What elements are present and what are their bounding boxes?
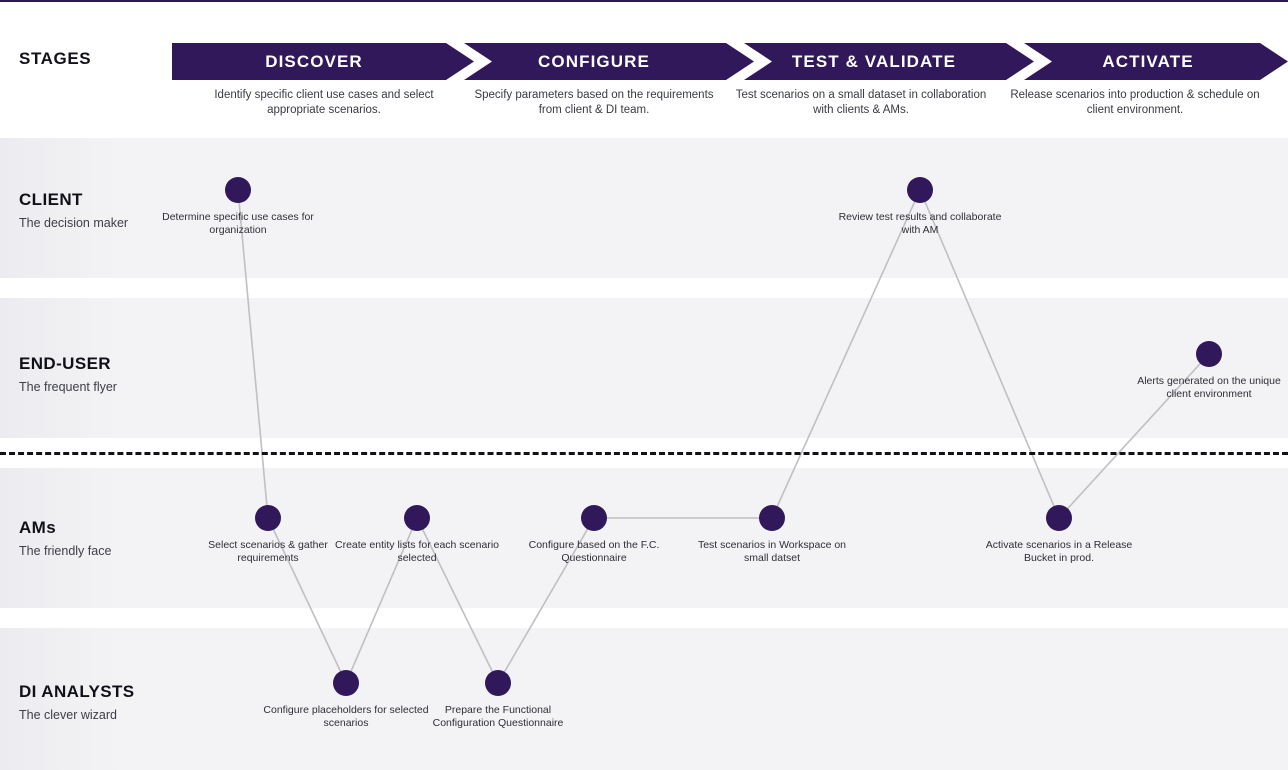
stage-title-activate[interactable]: ACTIVATE <box>1102 52 1194 71</box>
journey-node-label-n9: Configure placeholders for selected scen… <box>263 704 429 729</box>
journey-node-n10[interactable] <box>485 670 511 696</box>
journey-node-label-n10: Prepare the Functional Configuration Que… <box>432 704 564 729</box>
journey-node-n4[interactable] <box>255 505 281 531</box>
stage-description-test-validate: Test scenarios on a small dataset in col… <box>735 89 987 116</box>
lane-subtitle-ams: The friendly face <box>19 544 112 558</box>
stage-description-configure: Specify parameters based on the requirem… <box>474 89 714 116</box>
lane-subtitle-di-analysts: The clever wizard <box>19 708 117 722</box>
lane-band-end-user <box>0 298 1288 438</box>
connector-n9-n5 <box>345 517 418 684</box>
stage-title-test-validate[interactable]: TEST & VALIDATE <box>791 52 957 71</box>
lane-title-end-user: END-USER <box>19 354 111 373</box>
stage-title-discover[interactable]: DISCOVER <box>265 52 363 71</box>
journey-node-n6[interactable] <box>581 505 607 531</box>
lane-band-di-analysts <box>0 628 1288 770</box>
journey-node-n8[interactable] <box>1046 505 1072 531</box>
connector-n4-n9 <box>267 517 347 684</box>
journey-node-label-n1: Determine specific use cases for organiz… <box>162 211 314 236</box>
stages-header: STAGES DISCOVER CONFIGURE TEST & VALIDAT… <box>0 0 1288 138</box>
connector-n5-n10 <box>416 517 499 684</box>
lane-title-di-analysts: DI ANALYSTS <box>19 682 135 701</box>
connector-n7-n2 <box>771 189 921 519</box>
lane-subtitle-client: The decision maker <box>19 216 129 230</box>
lane-title-ams: AMs <box>19 518 57 537</box>
journey-node-n7[interactable] <box>759 505 785 531</box>
stage-description-activate: Release scenarios into production & sche… <box>1010 89 1260 116</box>
top-rule <box>0 0 1288 2</box>
lane-title-client: CLIENT <box>19 190 83 209</box>
journey-node-n2[interactable] <box>907 177 933 203</box>
journey-node-label-n4: Select scenarios & gather requirements <box>208 539 328 564</box>
connector-n10-n6 <box>497 517 595 684</box>
connector-n1-n4 <box>237 189 269 519</box>
journey-node-label-n6: Configure based on the F.C. Questionnair… <box>528 539 660 564</box>
lane-band-ams <box>0 468 1288 608</box>
stages-label: STAGES <box>19 49 92 68</box>
journey-node-label-n5: Create entity lists for each scenario se… <box>335 539 499 564</box>
connector-n2-n8 <box>919 189 1060 519</box>
lane-band-client <box>0 138 1288 278</box>
journey-node-n9[interactable] <box>333 670 359 696</box>
stage-title-configure[interactable]: CONFIGURE <box>538 52 650 71</box>
journey-node-n1[interactable] <box>225 177 251 203</box>
journey-node-n3[interactable] <box>1196 341 1222 367</box>
journey-node-label-n2: Review test results and collaborate with… <box>838 211 1002 236</box>
lane-subtitle-end-user: The frequent flyer <box>19 380 117 394</box>
journey-node-label-n8: Activate scenarios in a Release Bucket i… <box>985 539 1133 564</box>
stage-arrow-bar <box>172 43 1288 80</box>
journey-node-label-n7: Test scenarios in Workspace on small dat… <box>697 539 847 564</box>
connector-n8-n3 <box>1058 353 1210 519</box>
stage-description-discover: Identify specific client use cases and s… <box>214 89 434 116</box>
journey-node-label-n3: Alerts generated on the unique client en… <box>1137 375 1281 400</box>
journey-node-n5[interactable] <box>404 505 430 531</box>
line-of-visibility-divider <box>0 452 1288 455</box>
